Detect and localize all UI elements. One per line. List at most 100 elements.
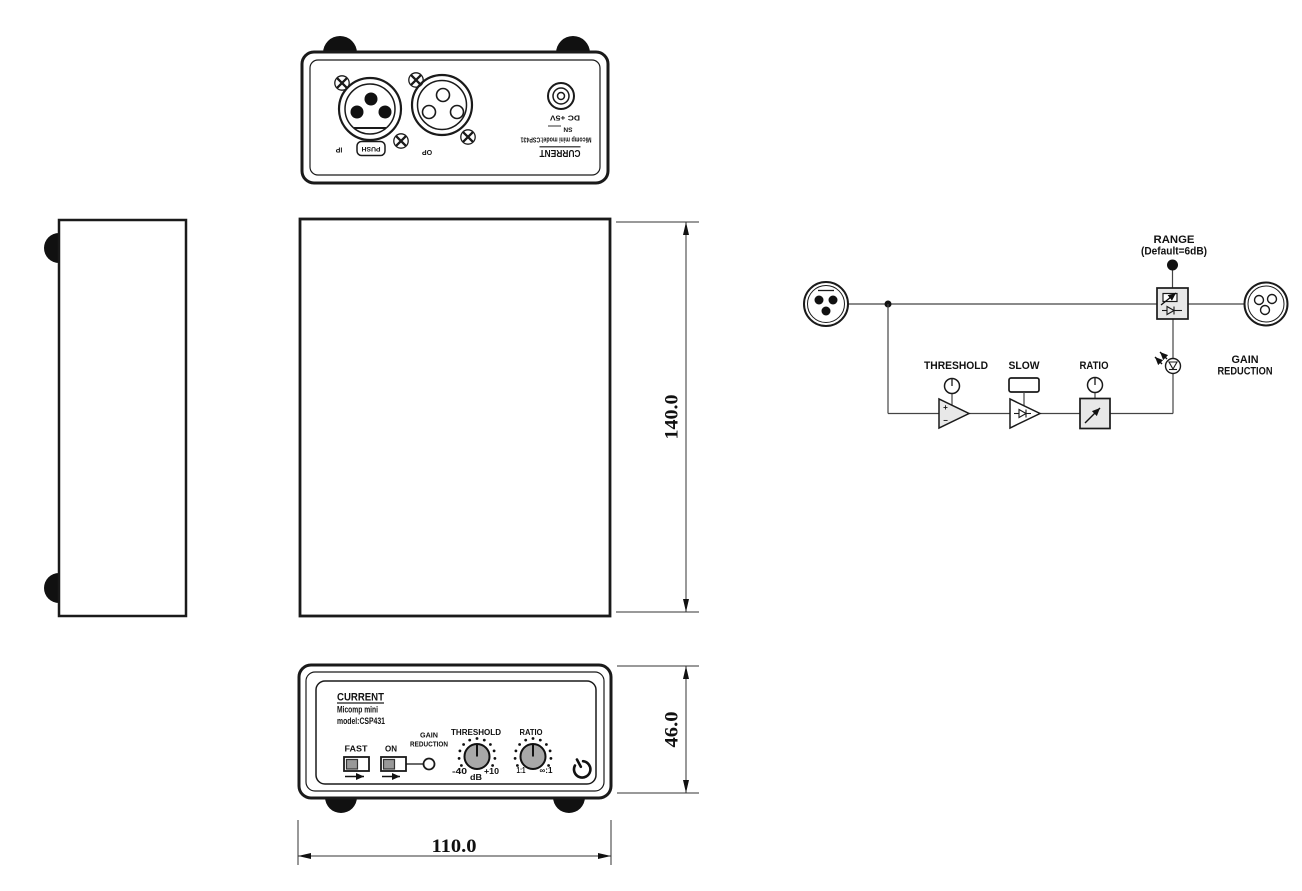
- range-default-label: (Default=6dB): [1141, 246, 1207, 258]
- xlr-output-connector: OP: [408, 72, 476, 155]
- dc-jack: [547, 82, 575, 110]
- threshold-knob-ticks: [457, 737, 497, 767]
- output-label: OP: [422, 148, 432, 155]
- xlr-outer-ring: [410, 73, 474, 137]
- xlr-pin-hole: [1253, 294, 1265, 306]
- fast-switch-knob: [345, 758, 359, 770]
- gain-cell-box: [1156, 287, 1189, 320]
- dimension-depth: 140.0: [616, 221, 699, 613]
- comparator-plus: +: [943, 403, 948, 412]
- xlr-outer-ring: [337, 76, 403, 142]
- threshold-knob: THRESHOLD -40 dB +10: [451, 728, 501, 782]
- xlr-pin-hole: [435, 87, 451, 103]
- led-emission-arrow: [1159, 351, 1169, 361]
- xlr-input-symbol: [803, 281, 849, 327]
- front-view: CURRENT Micomp mini model:CSP431 FAST ON…: [297, 663, 613, 813]
- xlr-pin-hole: [421, 104, 437, 120]
- on-switch: ON: [380, 745, 407, 780]
- threshold-comparator: THRESHOLD + −: [924, 360, 988, 430]
- front-foot-left: [325, 797, 357, 813]
- input-label: IP: [335, 146, 342, 153]
- side-case-outline: [57, 218, 188, 618]
- slow-stage: SLOW: [1008, 360, 1042, 430]
- top-case-outline: [298, 217, 612, 618]
- dimension-height-value: 46.0: [662, 712, 683, 748]
- xlr-input-connector: PUSH IP: [334, 75, 409, 157]
- threshold-label: THRESHOLD: [451, 728, 501, 737]
- xlr-pin-hole: [1259, 304, 1271, 316]
- front-model-number: model:CSP431: [337, 716, 386, 727]
- xlr-pin-hole: [449, 104, 465, 120]
- diode-icon: [1162, 305, 1182, 316]
- threshold-unit-label: dB: [470, 773, 482, 782]
- xlr-pin-hole: [1266, 293, 1278, 305]
- front-product-name: Micomp mini: [337, 705, 378, 716]
- top-view: [298, 217, 612, 618]
- ratio-knob: RATIO 1:1 ∞:1: [513, 728, 554, 775]
- slow-block-label: SLOW: [1009, 360, 1041, 372]
- xlr-pin: [350, 105, 364, 119]
- ratio-max-label: ∞:1: [540, 766, 554, 775]
- push-label: PUSH: [361, 145, 380, 152]
- xlr-pin: [364, 92, 378, 106]
- dc-voltage-label: DC +5V: [550, 114, 580, 123]
- rear-brand-logo: CURRENT: [540, 147, 581, 158]
- rear-foot-left: [323, 36, 357, 53]
- side-foot-top: [44, 233, 59, 263]
- block-diagram: THRESHOLD + − SLOW RATIO: [803, 234, 1289, 430]
- ratio-knob-ticks: [513, 737, 553, 767]
- xlr-pin: [828, 295, 838, 305]
- rear-foot-right: [556, 36, 590, 53]
- push-latch-button: [356, 140, 386, 157]
- fast-label: FAST: [345, 745, 368, 754]
- dimension-height: 46.0: [617, 665, 699, 794]
- ratio-min-label: 1:1: [517, 766, 526, 775]
- xlr-inner-ring: [416, 79, 468, 131]
- xlr-pin: [821, 306, 831, 316]
- range-terminal-dot: [1167, 259, 1178, 271]
- comparator-triangle: [938, 397, 971, 430]
- on-label: ON: [385, 745, 397, 754]
- led-emission-arrow: [1154, 356, 1164, 366]
- xlr-output-symbol: [1243, 281, 1289, 327]
- ratio-label: RATIO: [520, 728, 543, 737]
- rear-model-line: Micomp mini model:CSP431: [521, 136, 592, 145]
- gain-cell: RANGE (Default=6dB): [1141, 234, 1207, 320]
- led-indicator: [1154, 351, 1182, 375]
- diagram-reduction-label: REDUCTION: [1218, 366, 1273, 378]
- front-case-inner: [305, 671, 605, 792]
- reduction-label: REDUCTION: [410, 740, 448, 749]
- side-foot-bottom: [44, 573, 59, 603]
- attenuator-arrow: [1160, 292, 1177, 306]
- threshold-max-label: +10: [484, 767, 500, 776]
- threshold-block-label: THRESHOLD: [924, 360, 988, 372]
- diagram-gain-label: GAIN: [1232, 354, 1259, 366]
- front-brand-logo: CURRENT: [337, 692, 384, 704]
- screw-icon: [393, 133, 409, 149]
- rear-view: PUSH IP OP DC +5V SN: [300, 36, 610, 185]
- gain-label: GAIN: [420, 731, 438, 740]
- serial-number-label: SN: [563, 126, 572, 133]
- threshold-min-label: -40: [452, 767, 468, 776]
- dimension-width: 110.0: [297, 820, 612, 865]
- ratio-block-label: RATIO: [1080, 360, 1109, 372]
- diode-icon: [1014, 408, 1031, 419]
- dimension-width-value: 110.0: [432, 836, 477, 857]
- xlr-pin: [814, 295, 824, 305]
- ratio-vca-box: RATIO: [1079, 360, 1111, 430]
- gain-reduction-led: [422, 757, 436, 771]
- front-foot-right: [553, 797, 585, 813]
- rear-case-inner: [309, 59, 601, 176]
- front-faceplate: [315, 680, 597, 785]
- xlr-pin: [378, 105, 392, 119]
- power-button-icon: [572, 758, 592, 779]
- slow-switch-box: [1008, 377, 1040, 393]
- range-label: RANGE: [1154, 234, 1195, 246]
- xlr-inner-ring: [344, 83, 396, 135]
- screw-icon: [334, 75, 350, 91]
- side-view: [44, 218, 188, 618]
- fast-switch: FAST: [343, 745, 370, 780]
- on-switch-knob: [382, 758, 396, 770]
